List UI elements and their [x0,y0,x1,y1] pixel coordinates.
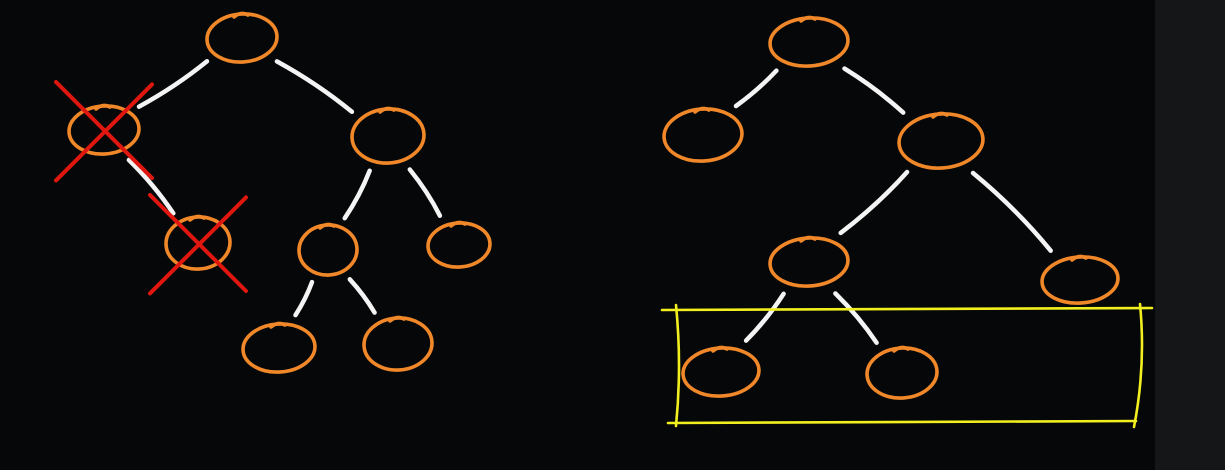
right-tree-edge-root-to-left-child [733,68,779,109]
left-tree-edge-root-to-right-child [274,59,355,115]
right-tree-node-right-right [1040,254,1120,305]
right-tree-edge-right-child-to-right-left [838,169,910,236]
scroll-gutter [1155,0,1225,470]
left-tree-edge-right-left-to-leaf-b [347,277,377,315]
left-tree-edge-right-left-to-leaf-a [293,279,315,318]
left-tree-edge-left-child-to-left-child-right [126,157,176,216]
right-tree-edge-right-left-to-leaf-b [833,291,879,345]
tree-diagram [54,11,1154,429]
right-tree-node-right-left [768,235,850,288]
left-tree-cross-mark-left-child [54,80,154,183]
right-tree-node-leaf-b [865,345,939,400]
left-tree-node-right-child [350,106,426,165]
left-tree-node-left-child [67,103,141,156]
right-tree [660,15,1154,429]
left-tree-cross-mark-left-child-right [148,193,248,296]
whiteboard-canvas [54,11,1154,429]
right-tree-node-leaf-a [681,345,761,398]
right-tree-edge-root-to-right-child [842,66,906,115]
right-tree-edge-right-child-to-right-right [970,170,1053,253]
right-tree-edge-right-left-to-leaf-a [743,291,786,343]
left-tree-node-right-right [426,220,492,269]
right-tree-node-right-child [897,111,985,170]
right-tree-node-root [768,15,850,68]
left-tree-edge-right-child-to-right-right [407,167,443,218]
left-tree-node-root [205,11,279,64]
left-tree-edge-root-to-left-child [136,59,210,109]
right-tree-level-highlight-box [660,302,1154,429]
left-tree-node-right-left [297,222,359,277]
left-tree-node-leaf-a [241,321,317,374]
right-tree-node-left-child [662,106,744,163]
left-tree-edge-right-child-to-right-left [342,168,372,221]
left-tree-node-leaf-b [362,315,434,372]
left-tree-node-left-child-right [164,214,232,271]
left-tree [54,11,492,374]
